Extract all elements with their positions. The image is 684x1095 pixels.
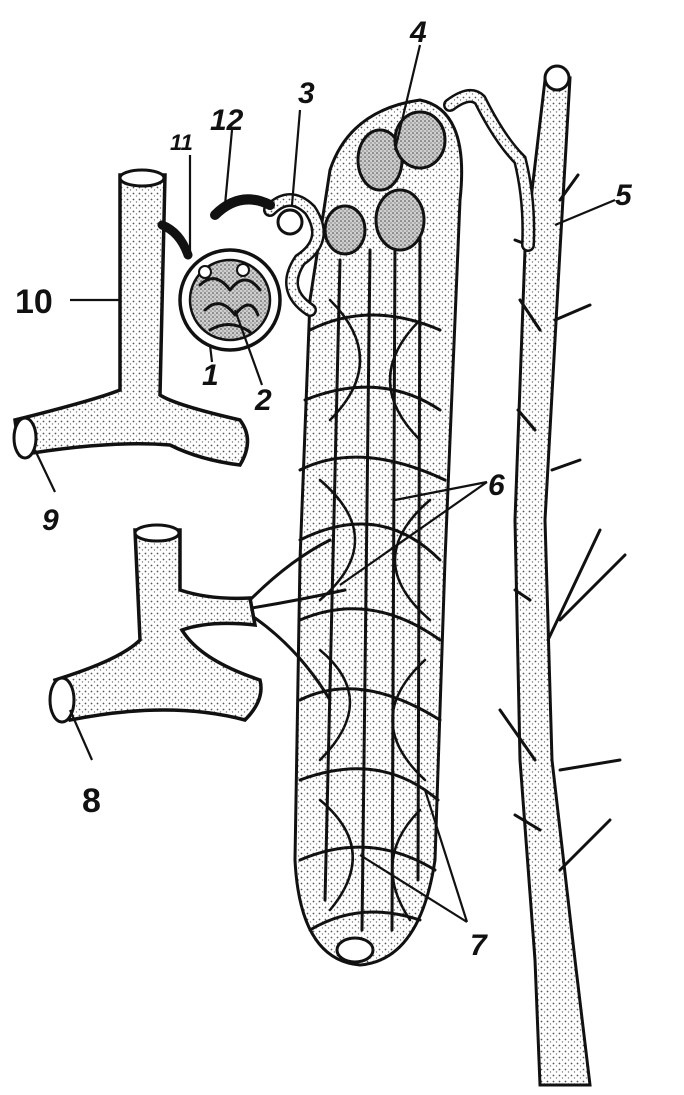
label-3: 3 <box>298 77 315 110</box>
label-2: 2 <box>254 384 272 417</box>
label-7: 7 <box>470 929 488 962</box>
label-8: 8 <box>82 782 101 820</box>
label-9: 9 <box>42 504 59 537</box>
label-10: 10 <box>15 283 53 321</box>
label-12: 12 <box>210 104 244 137</box>
glomerulus <box>180 199 280 350</box>
label-6: 6 <box>488 469 505 502</box>
label-5: 5 <box>615 179 633 212</box>
label-4: 4 <box>409 16 427 49</box>
label-1: 1 <box>202 359 219 392</box>
collecting-duct <box>500 66 625 1085</box>
label-11: 11 <box>170 130 193 155</box>
